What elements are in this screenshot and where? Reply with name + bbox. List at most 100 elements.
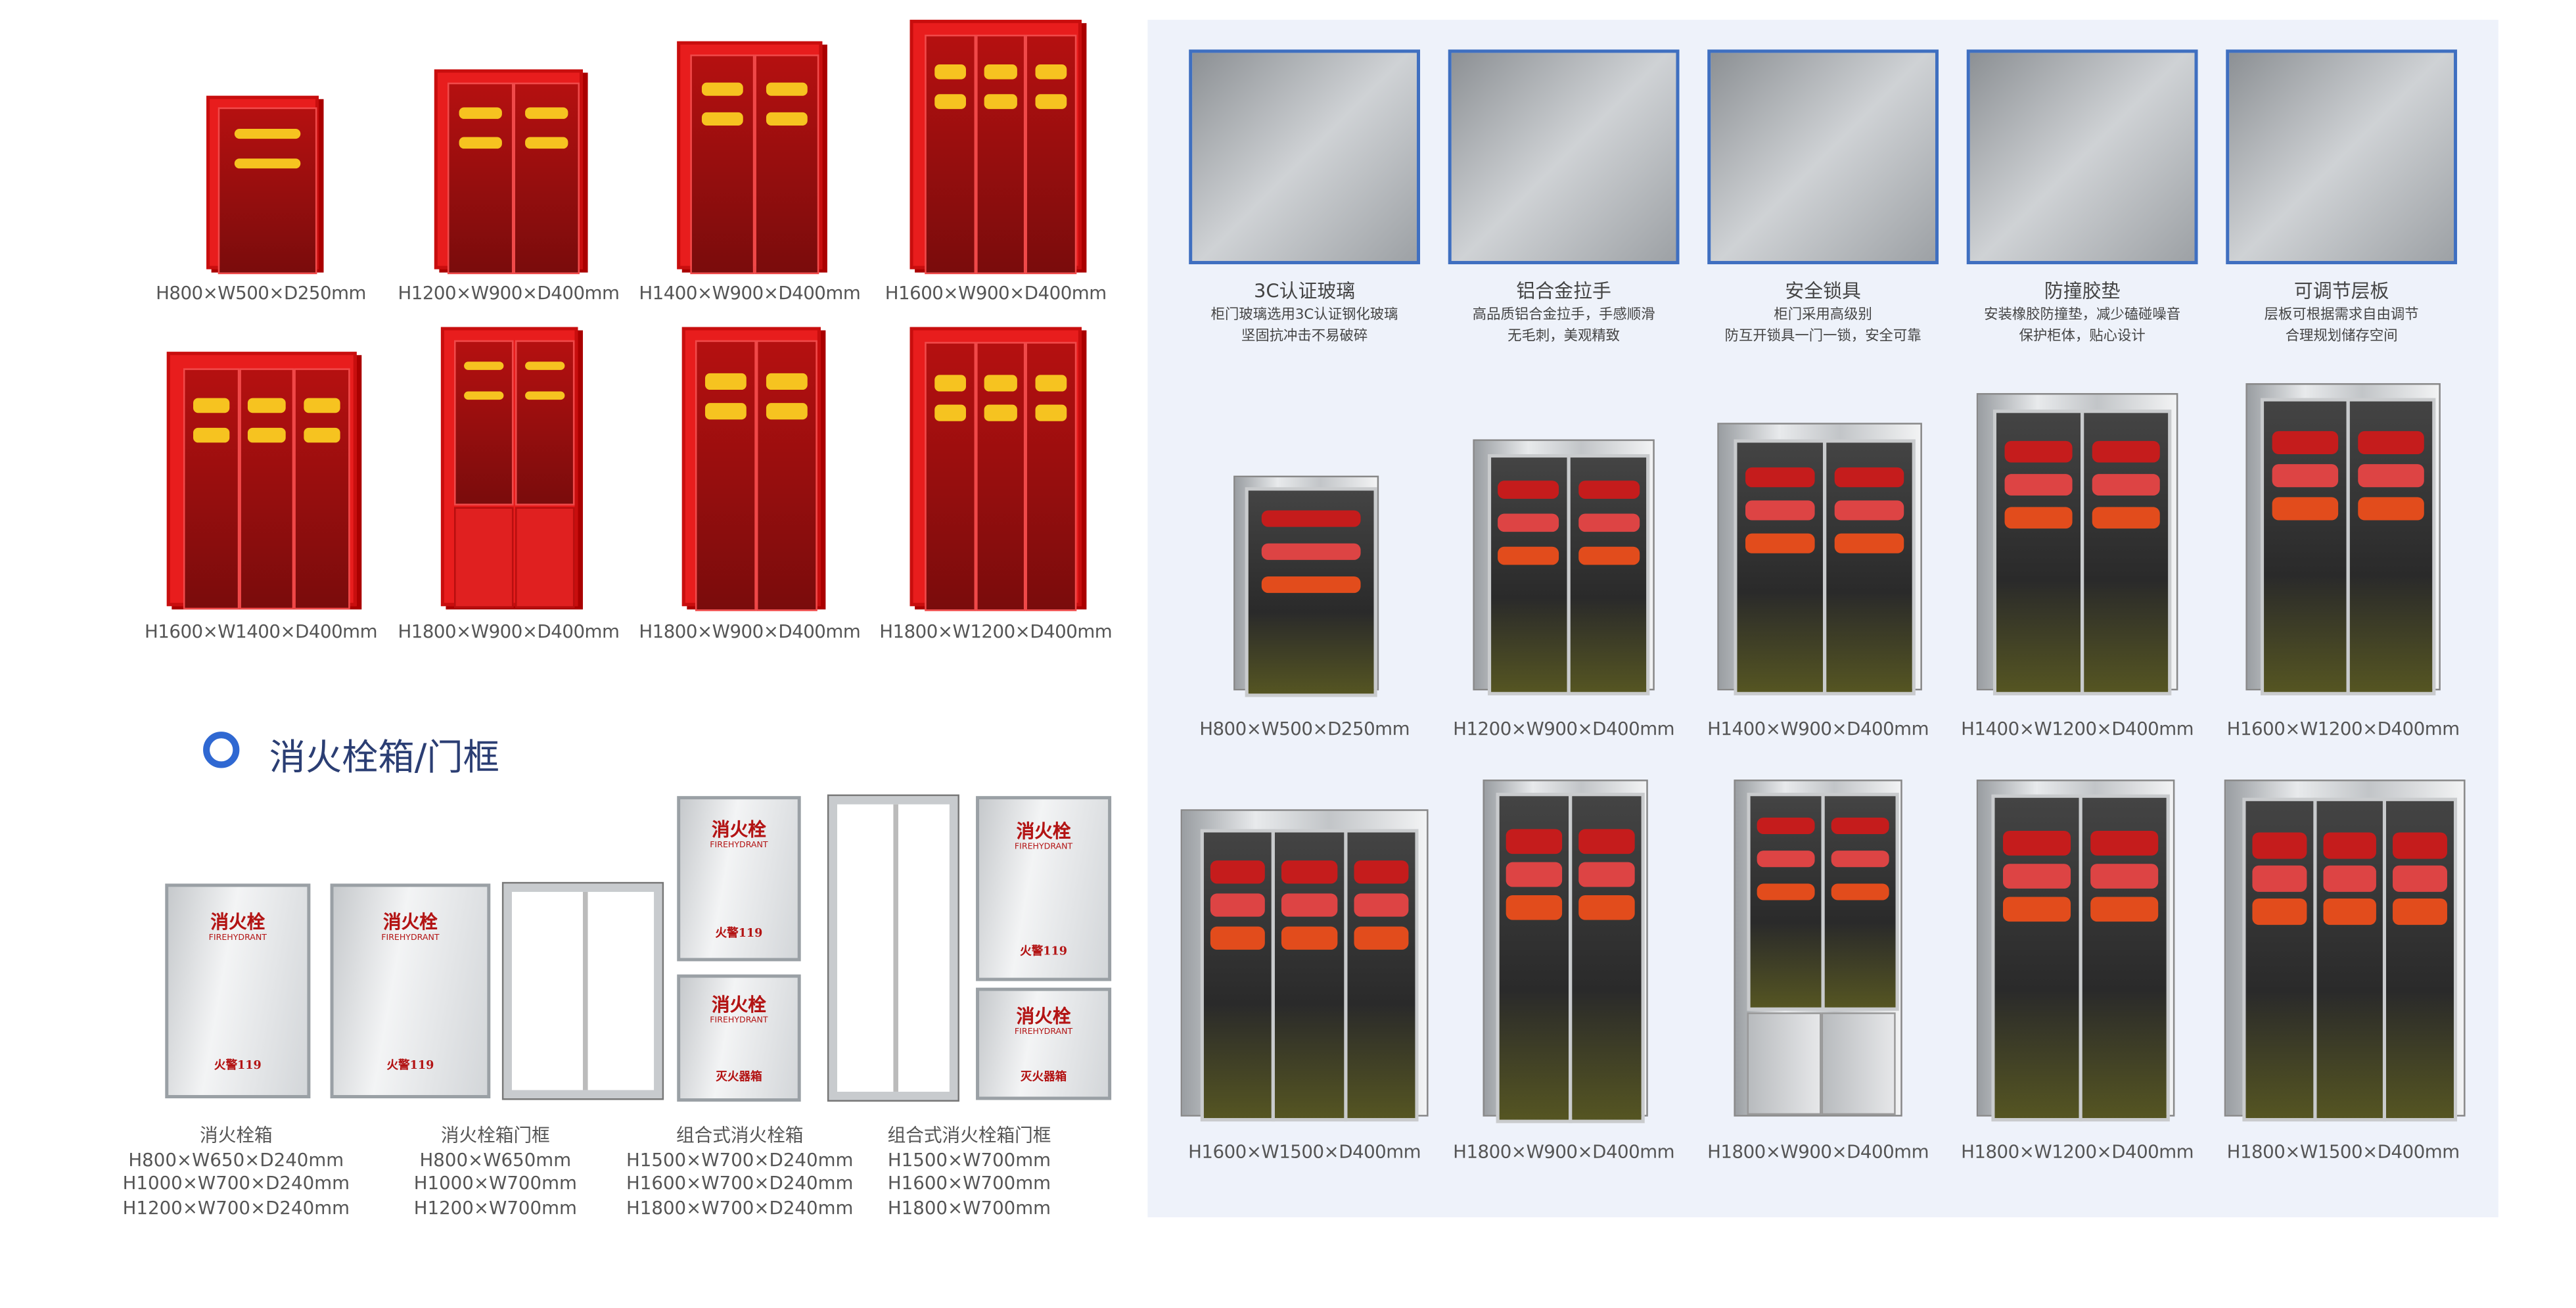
glass-door <box>1733 438 1827 696</box>
product-name: 组合式消火栓箱 <box>676 1125 804 1146</box>
glass-door <box>294 368 350 611</box>
product-size: H1600×W700mm <box>887 1173 1051 1194</box>
steel-cabinet <box>1180 809 1429 1121</box>
product-size: H800×W650×D240mm <box>128 1148 344 1171</box>
feature-description: 柜门采用高级别防互开锁具一门一锁，安全可靠 <box>1725 306 1921 348</box>
feature-description: 安装橡胶防撞垫，减少磕碰噪音保护柜体，贴心设计 <box>1984 306 2180 348</box>
red-cabinet <box>440 327 578 607</box>
size-caption: H1400×W900×D400mm <box>1707 718 1929 740</box>
glass-door <box>1569 793 1645 1123</box>
glass-door <box>1245 487 1377 697</box>
glass-door <box>756 340 818 611</box>
glass-door <box>925 342 976 611</box>
box-sublabel: FIREHYDRANT <box>208 933 267 943</box>
feature-desc-line: 保护柜体，贴心设计 <box>2019 329 2146 346</box>
size-caption: H1600×W1400×D400mm <box>145 620 378 643</box>
glass-door <box>695 340 756 611</box>
glass-door <box>2081 408 2173 696</box>
box-label: 消火栓 <box>1016 821 1071 843</box>
glass-door <box>513 83 580 274</box>
glass-door <box>1823 438 1916 696</box>
glass-door <box>2079 795 2169 1122</box>
feature-title: 可调节层板 <box>2293 279 2389 302</box>
feature-desc-line: 高品质铝合金拉手，手感顺滑 <box>1472 307 1655 324</box>
steel-cabinet <box>2224 780 2466 1122</box>
feature-desc-line: 层板可根据需求自由调节 <box>2264 307 2419 324</box>
red-cabinet <box>206 95 319 275</box>
steel-cabinet <box>1233 475 1379 697</box>
glass-door <box>2346 398 2435 696</box>
size-caption: H1800×W900×D400mm <box>398 620 620 643</box>
glass-door <box>448 83 514 274</box>
size-caption: H1800×W900×D400mm <box>639 620 861 643</box>
lower-door <box>1747 1012 1822 1115</box>
steel-cabinet-panel: 3C认证玻璃柜门玻璃选用3C认证钢化玻璃坚固抗冲击不易破碎铝合金拉手高品质铝合金… <box>1147 20 2498 1217</box>
glass-door <box>1567 454 1651 696</box>
feature-image <box>1448 49 1680 265</box>
glass-door <box>1343 828 1419 1121</box>
feature-description: 层板可根据需求自由调节合理规划储存空间 <box>2265 306 2419 348</box>
size-caption: H1400×W1200×D400mm <box>1961 718 2194 740</box>
product-size: H1500×W700mm <box>887 1148 1051 1171</box>
steel-cabinet <box>2245 383 2441 696</box>
red-cabinet <box>909 327 1082 611</box>
section-bullet-icon <box>203 732 240 768</box>
feature-desc-line: 防互开锁具一门一锁，安全可靠 <box>1724 329 1921 346</box>
size-caption: H1200×W900×D400mm <box>398 282 620 304</box>
size-caption: H800×W500×D250mm <box>156 282 366 304</box>
glass-door <box>1747 793 1825 1012</box>
glass-door <box>754 55 819 274</box>
steel-cabinet <box>1734 780 1902 1117</box>
glass-door <box>975 35 1026 273</box>
size-caption: H1800×W900×D400mm <box>1707 1141 1929 1163</box>
size-caption: H1600×W1500×D400mm <box>1188 1141 1421 1163</box>
feature-image <box>1966 49 2198 265</box>
box-label: 火警119 <box>386 1057 434 1072</box>
box-label: 消火栓 <box>712 819 766 841</box>
steel-cabinet <box>1976 393 2178 696</box>
feature-image <box>2226 49 2458 265</box>
lower-door <box>1821 1012 1896 1115</box>
lower-door <box>514 507 575 607</box>
red-cabinet <box>909 20 1082 273</box>
box-sublabel: FIREHYDRANT <box>1014 1027 1073 1037</box>
product-size: H1200×W700mm <box>413 1196 577 1219</box>
feature-title: 铝合金拉手 <box>1516 279 1611 302</box>
feature-image <box>1189 49 1421 265</box>
glass-door <box>2242 798 2316 1122</box>
product-size: H1500×W700×D240mm <box>626 1148 854 1171</box>
glass-door <box>2312 798 2387 1122</box>
lower-door <box>453 507 515 607</box>
box-label: 火警119 <box>1020 943 1068 958</box>
hydrant-door-frame <box>501 881 664 1100</box>
box-label: 消火栓 <box>1016 1005 1071 1027</box>
glass-door <box>183 368 239 611</box>
glass-door <box>1821 793 1899 1012</box>
feature-description: 高品质铝合金拉手，手感顺滑无毛刺，美观精致 <box>1473 306 1655 348</box>
size-caption: H1800×W1200×D400mm <box>1961 1141 2194 1163</box>
glass-door <box>2261 398 2350 696</box>
glass-door <box>690 55 755 274</box>
glass-door <box>1026 342 1076 611</box>
steel-cabinet <box>1473 439 1655 696</box>
box-sublabel: FIREHYDRANT <box>710 1015 768 1025</box>
steel-cabinet <box>1483 780 1648 1123</box>
glass-door <box>239 368 295 611</box>
feature-description: 柜门玻璃选用3C认证钢化玻璃坚固抗冲击不易破碎 <box>1211 306 1398 348</box>
size-caption: H1800×W1500×D400mm <box>2226 1141 2460 1163</box>
feature-desc-line: 柜门采用高级别 <box>1774 307 1872 324</box>
section-title: 消火栓箱/门框 <box>269 738 499 780</box>
size-caption: H1600×W900×D400mm <box>885 282 1107 304</box>
glass-door <box>2383 798 2457 1122</box>
product-name: 消火栓箱 <box>200 1125 273 1146</box>
feature-image <box>1707 49 1939 265</box>
